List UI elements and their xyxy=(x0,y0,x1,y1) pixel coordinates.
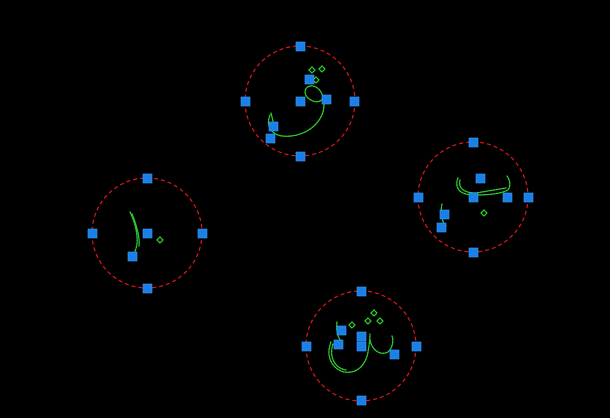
grip-left-quadrant-s[interactable] xyxy=(142,283,153,294)
grip-bottom-glyph-3[interactable] xyxy=(333,339,344,350)
grip-top-glyph-2[interactable] xyxy=(321,94,332,105)
grip-right-glyph-2[interactable] xyxy=(502,192,513,203)
grip-bottom-quadrant-e[interactable] xyxy=(411,341,422,352)
grip-right-center[interactable] xyxy=(468,192,479,203)
grip-left-glyph-1[interactable] xyxy=(127,251,138,262)
glyph-group-right[interactable] xyxy=(413,137,534,258)
grip-top-center[interactable] xyxy=(295,96,306,107)
grip-right-quadrant-w[interactable] xyxy=(413,192,424,203)
grip-top-glyph-3[interactable] xyxy=(268,121,279,132)
grip-bottom-quadrant-n[interactable] xyxy=(356,286,367,297)
grip-bottom-quadrant-w[interactable] xyxy=(301,341,312,352)
grip-bottom-glyph-4[interactable] xyxy=(389,349,400,360)
glyph-group-top[interactable] xyxy=(240,41,360,162)
grip-left-quadrant-e[interactable] xyxy=(197,228,208,239)
grip-top-glyph-4[interactable] xyxy=(265,133,276,144)
grip-right-glyph-4[interactable] xyxy=(436,222,447,233)
grip-right-quadrant-s[interactable] xyxy=(468,247,479,258)
grip-top-quadrant-s[interactable] xyxy=(295,151,306,162)
glyph-group-left[interactable] xyxy=(87,173,208,294)
grip-top-quadrant-w[interactable] xyxy=(240,96,251,107)
grip-bottom-quadrant-s[interactable] xyxy=(356,395,367,406)
grip-bottom-glyph-2[interactable] xyxy=(336,325,347,336)
grip-left-center[interactable] xyxy=(142,228,153,239)
grip-bottom-center[interactable] xyxy=(356,341,367,352)
grip-right-quadrant-e[interactable] xyxy=(523,192,534,203)
grip-left-quadrant-w[interactable] xyxy=(87,228,98,239)
grip-right-quadrant-n[interactable] xyxy=(468,137,479,148)
grip-top-glyph-1[interactable] xyxy=(304,74,315,85)
grip-right-glyph-1[interactable] xyxy=(475,173,486,184)
grip-right-glyph-3[interactable] xyxy=(439,209,450,220)
grip-top-quadrant-n[interactable] xyxy=(295,41,306,52)
glyph-group-bottom[interactable] xyxy=(301,286,422,406)
grip-left-quadrant-n[interactable] xyxy=(142,173,153,184)
grip-bottom-glyph-1[interactable] xyxy=(356,331,367,342)
grip-top-quadrant-e[interactable] xyxy=(349,96,360,107)
